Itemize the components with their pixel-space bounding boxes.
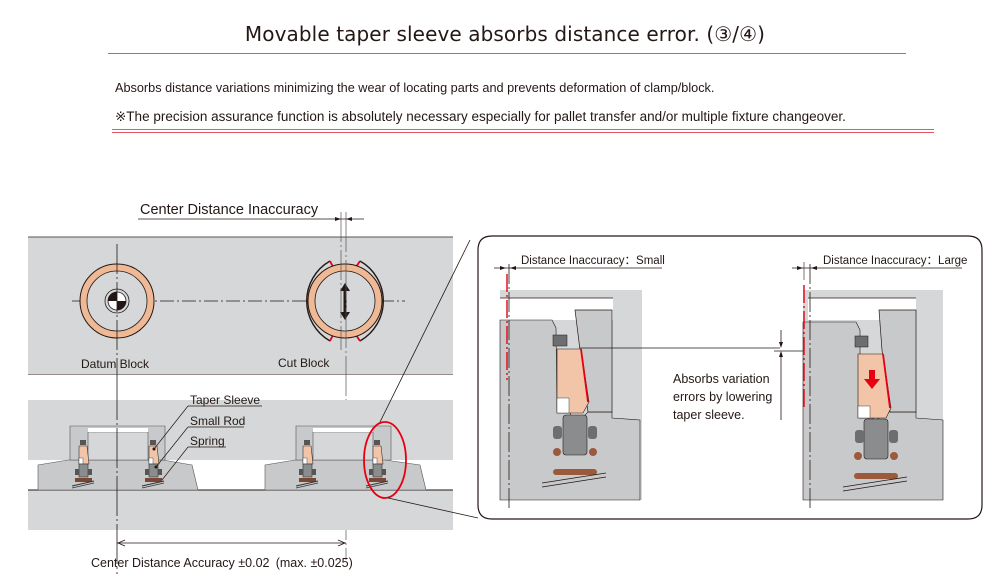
absorb-text-line1: Absorbs variation — [673, 372, 770, 386]
taper-sleeve-label: Taper Sleeve — [190, 393, 260, 407]
cut-block-label: Cut Block — [278, 356, 330, 370]
detail-small-panel: Distance Inaccuracy：Small — [494, 255, 780, 510]
title-divider — [108, 53, 906, 54]
cut-block — [306, 212, 384, 560]
distance-inaccuracy-small-label: Distance Inaccuracy：Small — [521, 255, 665, 267]
datum-block-label: Datum Block — [81, 357, 150, 371]
note-text: ※The precision assurance function is abs… — [115, 109, 846, 124]
detail-callout: Distance Inaccuracy：Small Absorbs variat… — [477, 235, 983, 520]
note-underline-double — [112, 132, 934, 133]
spring-label: Spring — [190, 434, 225, 448]
absorb-text-line3: taper sleeve. — [673, 408, 745, 422]
small-rod-label: Small Rod — [190, 414, 245, 428]
page-title: Movable taper sleeve absorbs distance er… — [244, 22, 766, 46]
center-distance-accuracy-label: Center Distance Accuracy ±0.02 (max. ±0.… — [91, 556, 353, 570]
side-view: Taper Sleeve Small Rod Spring Center Dis… — [28, 239, 479, 574]
description-text: Absorbs distance variations minimizing t… — [115, 81, 715, 95]
note-underline — [112, 129, 934, 130]
datum-block — [79, 244, 155, 380]
center-distance-inaccuracy-label: Center Distance Inaccuracy — [140, 202, 319, 218]
down-arrow-icon — [864, 379, 880, 389]
distance-inaccuracy-large-label: Distance Inaccuracy：Large — [823, 255, 967, 267]
highlight-ellipse — [363, 421, 407, 499]
detail-large-panel: Distance Inaccuracy：Large — [792, 255, 967, 510]
absorb-text-line2: errors by lowering — [673, 390, 772, 404]
top-view: Center Distance Inaccuracy Datum Block C… — [28, 202, 453, 560]
